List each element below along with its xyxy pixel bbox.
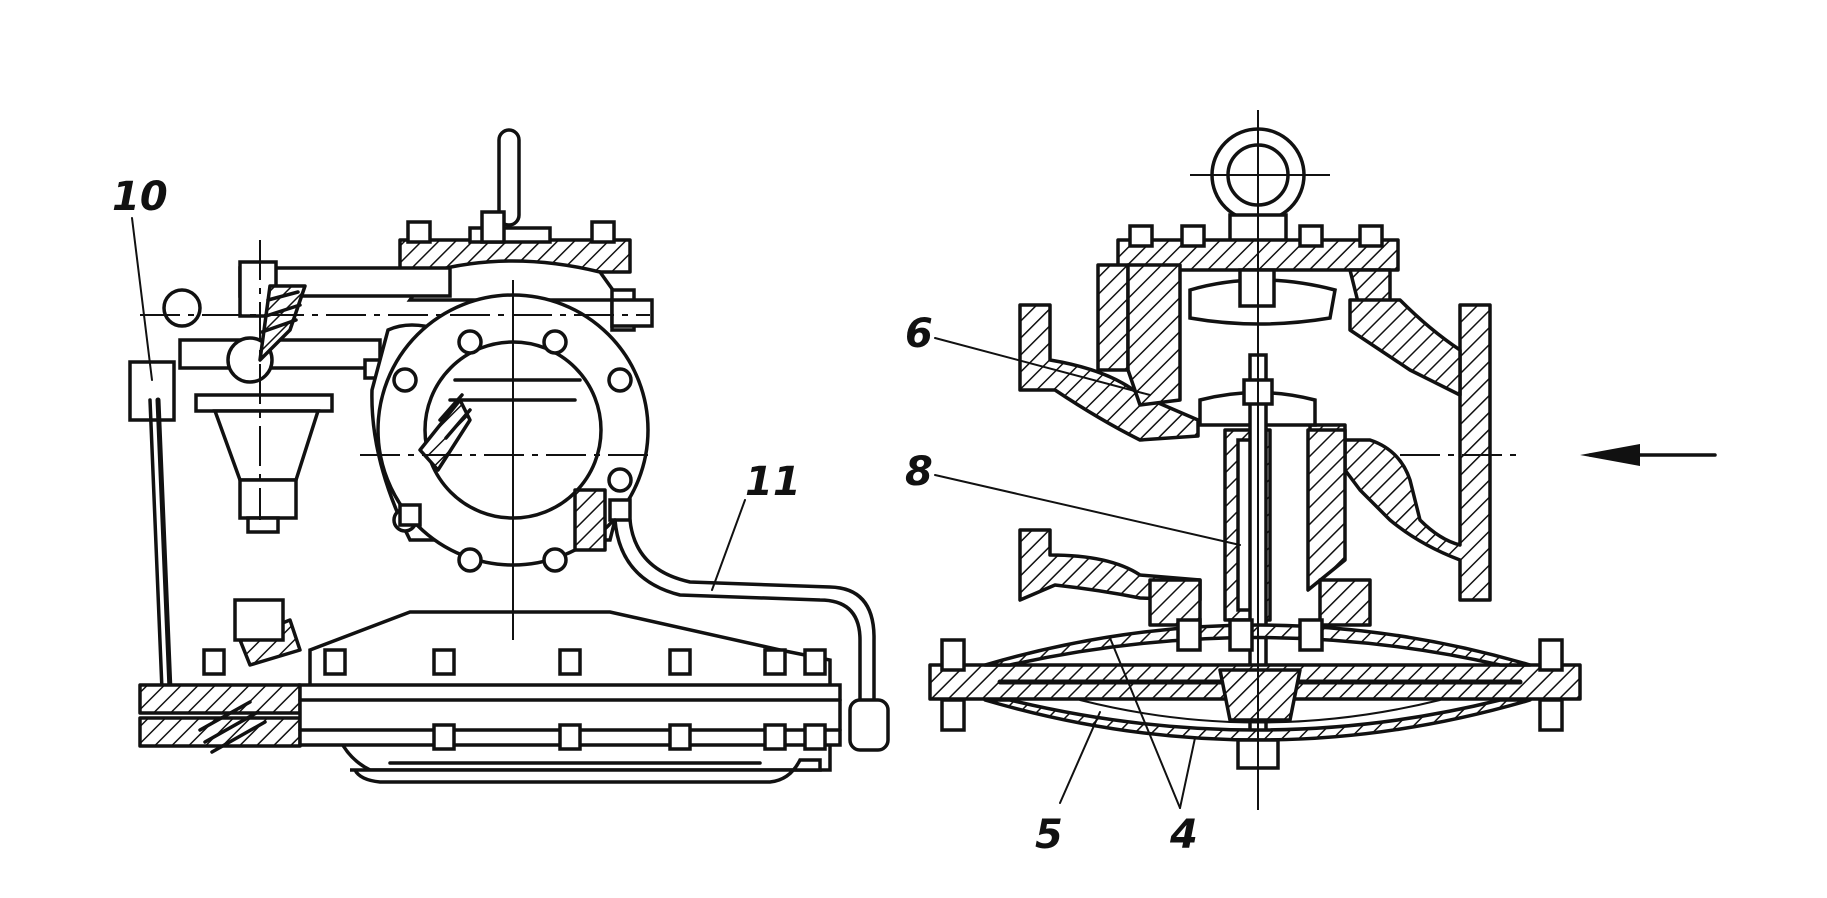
leader-5 (1059, 711, 1101, 804)
right-view-valve (928, 110, 1717, 810)
top-cover (398, 210, 632, 302)
diaphragm-housing (928, 618, 1582, 770)
flow-arrow-icon (1580, 444, 1717, 466)
left-view-regulator (128, 128, 890, 784)
leader-4b (1179, 737, 1196, 809)
top-stem (497, 128, 521, 227)
label-11: 11 (745, 459, 801, 505)
label-5: 5 (1035, 812, 1063, 858)
casing-bolts (202, 648, 827, 751)
right-centerlines (1190, 110, 1520, 810)
part-labels: 10 11 6 8 5 4 (112, 174, 1198, 858)
leader-8 (934, 474, 1241, 546)
label-4: 4 (1169, 812, 1198, 858)
leader-4a (1109, 637, 1181, 809)
vertical-rod (155, 397, 173, 693)
lever-mechanism (128, 260, 654, 534)
leader-6 (934, 337, 1151, 396)
label-8: 8 (905, 449, 933, 495)
top-bolts (406, 210, 616, 244)
left-centerlines (140, 240, 655, 640)
lower-casing (138, 598, 842, 784)
bonnet-bolts (1128, 224, 1384, 248)
flange-circle (370, 293, 650, 573)
leader-11 (711, 499, 746, 591)
housing-bolts (940, 618, 1564, 732)
impulse-tube (613, 518, 862, 717)
label-6: 6 (905, 311, 933, 357)
label-10: 10 (112, 174, 168, 220)
leader-10 (131, 217, 153, 381)
